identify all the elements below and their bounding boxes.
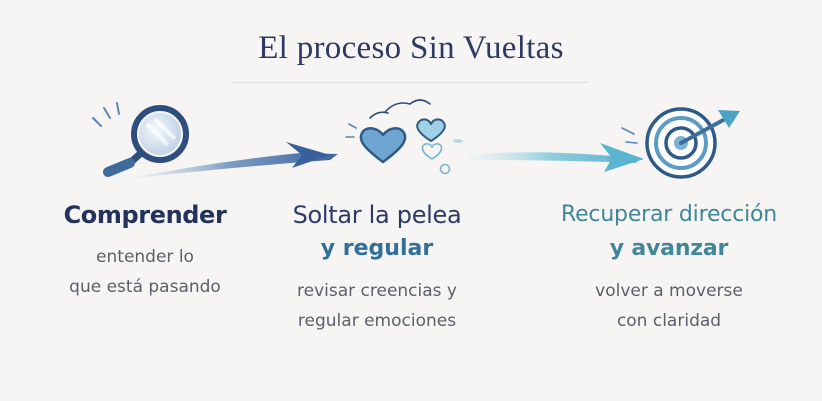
magnifier-icon	[92, 102, 189, 177]
step-1-description-line-1: entender lo	[96, 247, 194, 267]
step-2-heading-line-2: y regular	[320, 236, 434, 261]
step-1-description: entender lo que está pasando	[40, 242, 250, 302]
step-3-description: volver a moverse con claridad	[540, 276, 798, 336]
step-3-heading-line-1: Recuperar dirección	[560, 202, 778, 227]
title-divider	[232, 82, 588, 83]
step-1-heading-line: Comprender	[63, 201, 227, 229]
step-1-description-line-2: que está pasando	[69, 277, 221, 297]
step-3-heading: Recuperar dirección y avanzar	[528, 198, 810, 266]
page-title: El proceso Sin Vueltas	[258, 30, 564, 66]
step-3-description-line-1: volver a moverse	[595, 281, 743, 301]
step-1-heading: Comprender	[40, 198, 250, 232]
step-2-heading-line-1: Soltar la pelea	[292, 201, 462, 229]
flow-arrow-1	[120, 142, 338, 180]
step-3-heading-line-2: y avanzar	[609, 236, 729, 261]
process-illustration	[92, 99, 740, 180]
step-2-description-line-1: revisar creencias y	[297, 281, 457, 301]
step-2-heading: Soltar la pelea y regular	[262, 198, 492, 266]
flow-arrow-2	[468, 143, 644, 172]
step-2-description: revisar creencias y regular emociones	[262, 276, 492, 336]
hearts-icon	[345, 99, 463, 175]
step-3-description-line-2: con claridad	[616, 311, 722, 331]
step-2-description-line-2: regular emociones	[297, 311, 457, 331]
target-arrow-icon	[621, 107, 740, 179]
